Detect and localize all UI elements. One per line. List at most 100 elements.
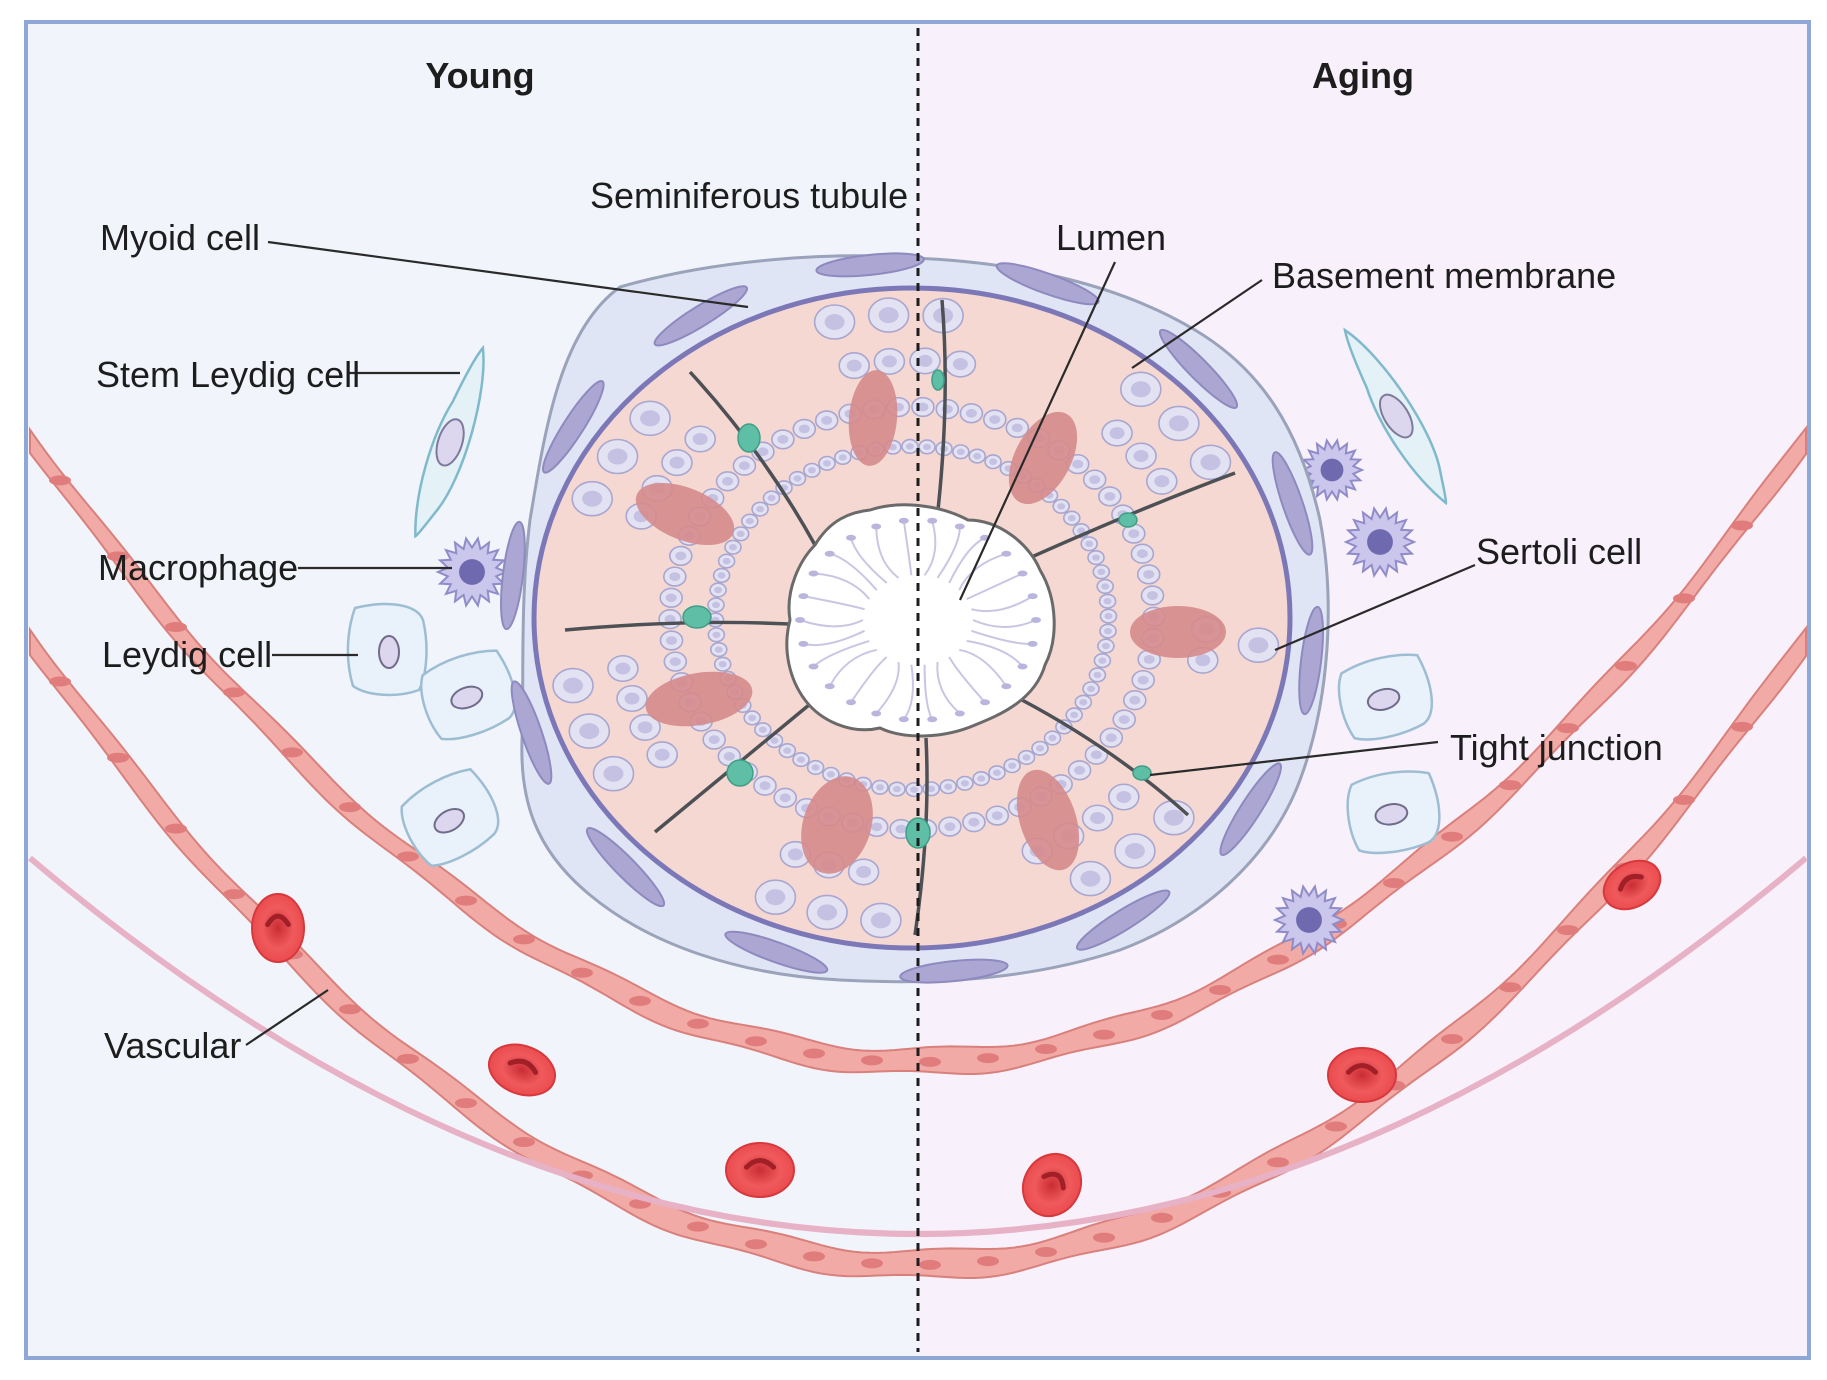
germ-cell-nucleus	[1101, 583, 1110, 590]
germ-cell-nucleus	[745, 517, 754, 525]
macrophage-label: Macrophage	[98, 547, 298, 588]
sperm-head	[954, 710, 965, 717]
sertoli-cell-label: Sertoli cell	[1476, 531, 1642, 572]
sperm-head	[846, 534, 856, 541]
stem-leydig-cell	[1343, 327, 1448, 506]
sperm-tail	[948, 656, 986, 703]
sperm-head	[824, 550, 835, 557]
germ-cell-nucleus	[669, 572, 681, 581]
stem-leydig-cell-nucleus	[435, 418, 465, 467]
leydig-cell-nucleus	[450, 685, 484, 710]
germ-cell-nucleus	[1008, 762, 1017, 769]
germ-cell-nucleus	[1022, 754, 1031, 761]
germ-cell-nucleus	[1080, 870, 1101, 887]
germ-cell-nucleus	[1195, 654, 1211, 667]
endothelial-nucleus	[107, 752, 129, 763]
tight-junction-leader	[1149, 740, 1439, 777]
germ-cell-nucleus	[714, 646, 723, 653]
endothelial-nucleus	[977, 1053, 999, 1064]
red-blood-cell	[1327, 1047, 1397, 1103]
germ-cell-nucleus	[1048, 734, 1057, 742]
tight-junction	[931, 369, 945, 391]
germ-cell-nucleus	[1137, 675, 1149, 685]
sperm-head	[1031, 617, 1041, 623]
germ-cell-nucleus	[1074, 765, 1086, 775]
red-blood-cell-center	[1618, 874, 1644, 892]
germ-cell-nucleus	[759, 781, 771, 791]
germ-cell-nucleus	[729, 544, 737, 551]
sperm-head	[798, 640, 809, 647]
leydig-cell-nucleus	[1366, 687, 1401, 711]
aging-panel-title: Aging	[1312, 55, 1414, 96]
germ-cell-nucleus	[1248, 637, 1269, 654]
germ-cell-nucleus	[582, 490, 603, 507]
germ-cell-nucleus	[1085, 540, 1094, 547]
germ-cell-nucleus	[1090, 750, 1102, 760]
endothelial-nucleus	[397, 1053, 419, 1064]
germ-cell-nucleus	[1105, 733, 1117, 743]
germ-cell-nucleus	[1129, 695, 1141, 705]
sperm-tail	[902, 520, 913, 576]
germ-cell-nucleus	[917, 402, 929, 412]
endothelial-nucleus	[339, 802, 361, 813]
macrophage-nucleus	[1296, 907, 1322, 933]
germ-cell-nucleus	[736, 530, 745, 537]
germ-cell-nucleus	[1143, 655, 1155, 664]
myoid-cell	[585, 827, 666, 908]
germ-cell-nucleus	[669, 456, 685, 469]
myoid-cell	[500, 520, 526, 631]
sertoli-cell-border	[1024, 471, 1236, 562]
tight-junction	[682, 605, 712, 629]
germ-cell-nucleus	[944, 783, 953, 790]
sperm-tail	[803, 595, 865, 611]
endothelial-nucleus	[803, 1251, 825, 1262]
endothelial-nucleus	[1499, 780, 1521, 791]
basement-membrane-label: Basement membrane	[1272, 255, 1616, 296]
germ-cell-nucleus	[1098, 657, 1107, 664]
sertoli-cell-border	[564, 620, 791, 632]
leydig-cell	[1346, 770, 1441, 855]
germ-cell-nucleus	[793, 475, 802, 482]
red-blood-cell-center	[265, 913, 291, 928]
red-blood-cell	[725, 1142, 795, 1198]
germ-cell-nucleus	[637, 721, 653, 734]
endothelial-nucleus	[1209, 984, 1231, 995]
sperm-tail	[966, 639, 1024, 668]
germ-cell-nucleus	[615, 662, 631, 675]
sperm-tail-group	[795, 517, 1041, 723]
germ-cell-nucleus	[1079, 699, 1088, 706]
myoid-cell	[1271, 451, 1314, 556]
germ-cell-nucleus	[1124, 843, 1145, 859]
sperm-head	[1001, 550, 1012, 557]
sperm-head	[795, 617, 805, 623]
germ-cell-nucleus	[1092, 554, 1100, 561]
sperm-tail	[875, 526, 900, 579]
germ-cell-nucleus	[723, 752, 735, 761]
tight-junction	[905, 817, 931, 849]
leydig-cell	[346, 602, 428, 697]
germ-cell-nucleus	[756, 505, 765, 513]
germ-cell-nucleus	[1133, 450, 1149, 462]
sperm-tail	[971, 595, 1034, 613]
germ-cell-nucleus	[1118, 715, 1130, 724]
germ-cell-nucleus	[738, 461, 750, 471]
germ-cell-nucleus	[624, 692, 640, 705]
sperm-head	[1027, 593, 1038, 600]
endothelial-nucleus	[1615, 660, 1637, 671]
endothelial-nucleus	[1441, 831, 1463, 842]
sertoli-nucleus	[635, 483, 735, 545]
red-blood-cell-body	[1021, 1152, 1083, 1218]
sperm-head	[798, 593, 809, 600]
sperm-tail	[828, 648, 878, 687]
germ-cell-nucleus	[640, 410, 661, 427]
germ-cell-nucleus	[905, 443, 914, 450]
figure-frame	[24, 20, 1811, 1360]
germ-cell-nucleus	[1036, 745, 1044, 752]
sperm-tail	[923, 520, 937, 576]
germ-cell-nucleus	[881, 355, 897, 368]
germ-cell-nucleus	[579, 723, 600, 740]
germ-cell-nucleus	[1147, 591, 1158, 600]
myoid-cell	[724, 930, 829, 974]
germ-cell-nucleus	[1072, 459, 1084, 469]
